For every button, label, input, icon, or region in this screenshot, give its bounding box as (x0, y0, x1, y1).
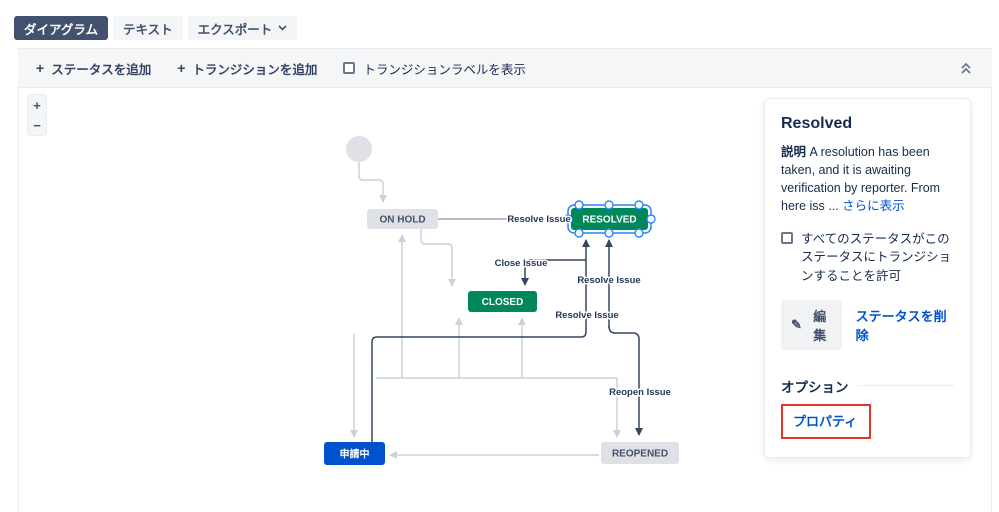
show-more-link[interactable]: さらに表示 (842, 199, 905, 214)
edit-button-label: 編集 (813, 308, 827, 343)
options-heading: オプション (781, 379, 849, 395)
status-label-pending: 申請中 (340, 448, 370, 461)
view-tab-bar: ダイアグラム テキスト エクスポート (0, 0, 999, 48)
transition-label-close-issue[interactable]: Close Issue (493, 257, 549, 271)
status-label-on-hold: ON HOLD (379, 215, 425, 226)
add-transition-button[interactable]: + トランジションを追加 (177, 59, 317, 78)
checkbox-icon[interactable] (343, 62, 356, 74)
edge-resolved-to-reopened[interactable] (608, 325, 643, 436)
show-transition-labels-checkbox[interactable]: トランジションラベルを表示 (343, 59, 526, 78)
properties-annotation-box: プロパティ (781, 403, 872, 439)
tab-text[interactable]: テキスト (113, 16, 183, 40)
status-node-closed[interactable]: CLOSED (468, 291, 537, 312)
edge-close-issue[interactable] (521, 259, 586, 286)
tab-diagram-label: ダイアグラム (24, 22, 99, 37)
properties-link[interactable]: プロパティ (793, 413, 858, 429)
show-transition-labels-label: トランジションラベルを表示 (363, 62, 526, 77)
checkbox-icon[interactable] (781, 231, 793, 244)
add-transition-label: トランジションを追加 (192, 62, 318, 77)
transition-label-resolve-issue-3[interactable]: Resolve Issue (554, 309, 620, 323)
pencil-icon: ✎ (791, 316, 802, 332)
status-label-closed: CLOSED (482, 297, 524, 308)
status-node-resolved[interactable]: RESOLVED (563, 200, 656, 238)
status-node-reopened[interactable]: REOPENED (601, 442, 679, 464)
plus-icon: + (36, 60, 45, 76)
description-label: 説明 (781, 145, 807, 159)
delete-status-link[interactable]: ステータスを削除 (855, 308, 947, 343)
tab-export[interactable]: エクスポート (187, 16, 298, 40)
allow-all-transitions-checkbox[interactable]: すべてのステータスがこのステータスにトランジションすることを許可 (781, 230, 954, 286)
start-node[interactable] (346, 136, 372, 162)
status-label-resolved: RESOLVED (582, 215, 636, 226)
collapse-toolbar-icon[interactable] (958, 60, 974, 76)
tab-export-label: エクスポート (197, 22, 273, 37)
status-description: 説明 A resolution has been taken, and it i… (781, 143, 954, 216)
workflow-diagram: ON HOLD CLOSED 申請中 REOPENED RESOLVED (324, 136, 679, 465)
tab-diagram[interactable]: ダイアグラム (14, 16, 109, 40)
selection-handles[interactable] (563, 200, 656, 238)
status-detail-panel: Resolved 説明 A resolution has been taken,… (765, 99, 970, 457)
edge-onhold-to-closed[interactable] (420, 229, 456, 287)
allow-all-transitions-label: すべてのステータスがこのステータスにトランジションすることを許可 (801, 231, 952, 284)
status-node-on-hold[interactable]: ON HOLD (367, 209, 438, 229)
zoom-in-button[interactable]: + (33, 97, 41, 113)
tab-text-label: テキスト (123, 22, 173, 37)
diagram-toolbar: + ステータスを追加 + トランジションを追加 トランジションラベルを表示 (18, 48, 992, 88)
divider (856, 385, 954, 387)
transition-label-reopen-issue[interactable]: Reopen Issue (608, 386, 673, 400)
status-node-pending[interactable]: 申請中 (324, 442, 385, 465)
transition-label-resolve-issue-1[interactable]: Resolve Issue (506, 213, 572, 227)
edge-pending-to-resolved[interactable] (371, 239, 590, 442)
description-truncation: ... (828, 199, 839, 214)
panel-title: Resolved (781, 115, 853, 132)
transition-label-resolve-issue-2[interactable]: Resolve Issue (576, 274, 642, 288)
status-label-reopened: REOPENED (612, 449, 668, 460)
add-status-label: ステータスを追加 (51, 62, 152, 77)
description-text: A resolution has been taken, and it is a… (781, 145, 941, 214)
edge-start-to-onhold[interactable] (358, 162, 387, 203)
edit-status-button[interactable]: ✎ 編集 (781, 299, 842, 350)
add-status-button[interactable]: + ステータスを追加 (36, 59, 151, 78)
chevron-down-icon (278, 25, 287, 31)
panel-actions: ✎ 編集 ステータスを削除 (781, 299, 954, 350)
zoom-out-button[interactable]: − (33, 117, 41, 133)
options-section-header: オプション (781, 376, 954, 396)
zoom-controls: + − (28, 95, 46, 135)
plus-icon: + (177, 60, 186, 76)
